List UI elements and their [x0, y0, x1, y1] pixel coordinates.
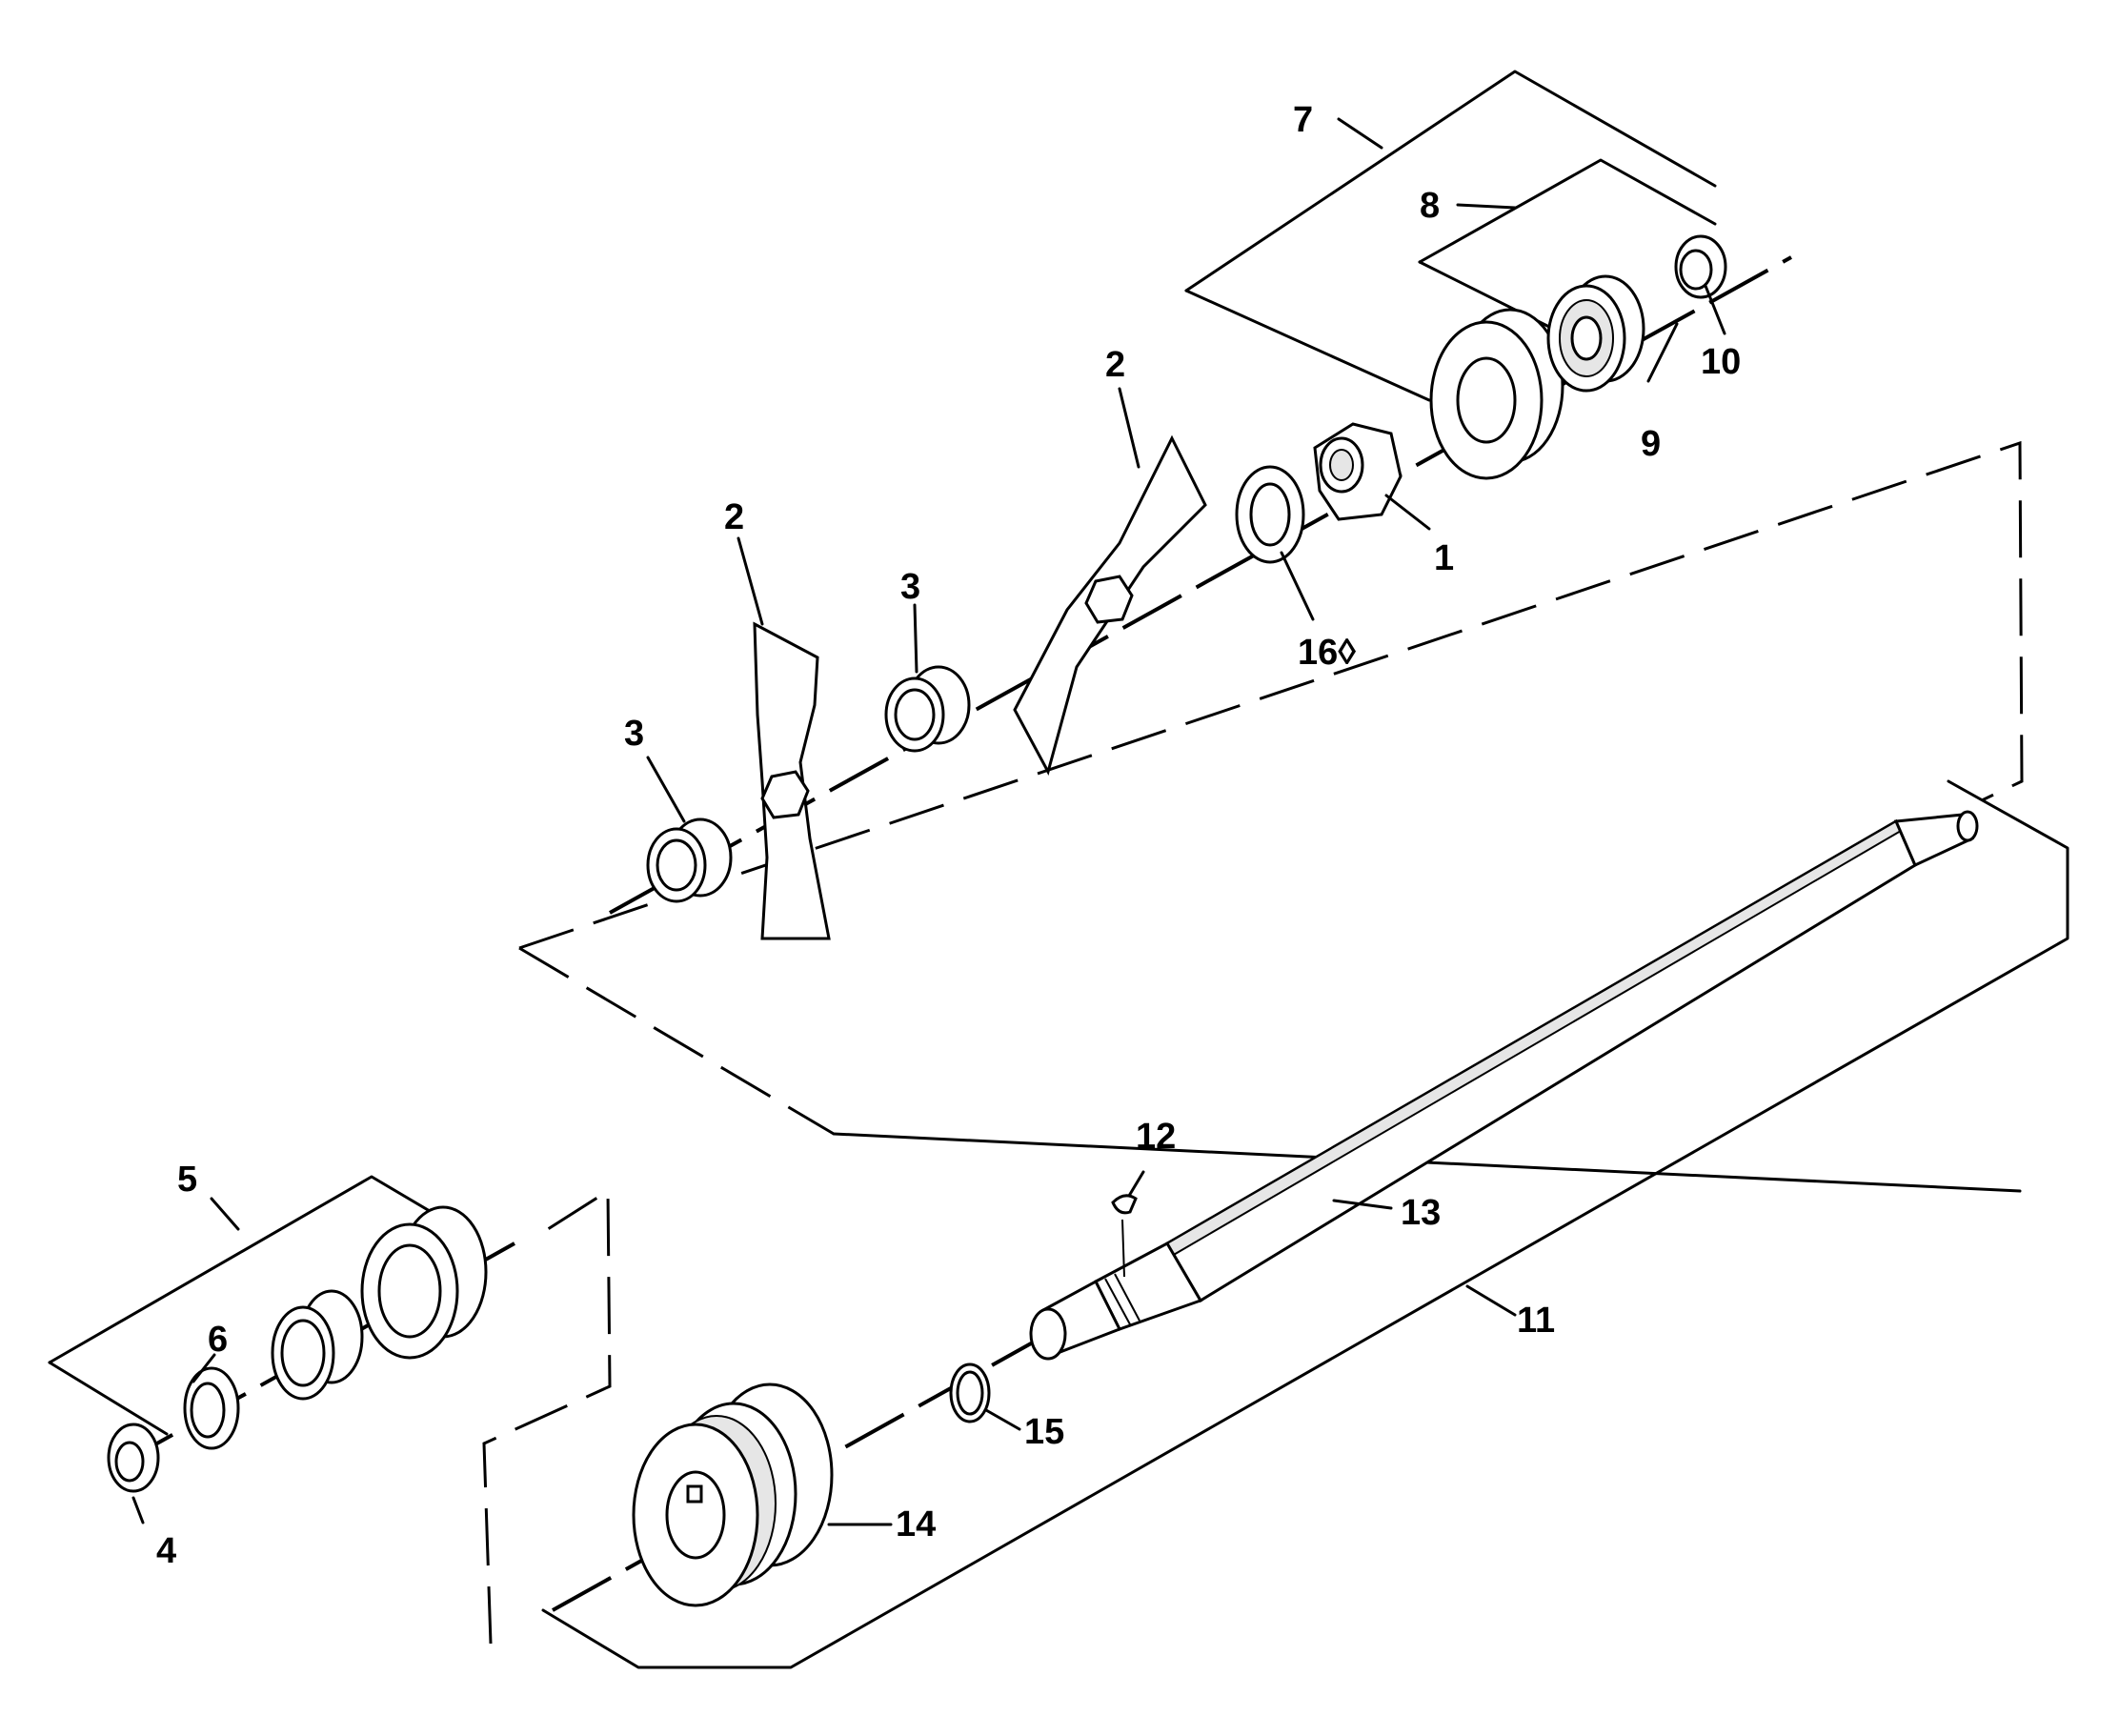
- leader-lines: [131, 117, 1726, 1526]
- callout-1: 1: [1434, 538, 1454, 578]
- collar-4: [107, 1423, 160, 1493]
- blade-hex-upper: [1084, 575, 1134, 624]
- callout-8: 8: [1420, 186, 1440, 226]
- callout-11: 11: [1517, 1301, 1555, 1341]
- spacer-3-lower: [646, 818, 733, 903]
- callout-4: 4: [156, 1531, 176, 1571]
- washer-16: [1235, 465, 1305, 564]
- collar-10: [1674, 234, 1727, 299]
- callout-16: 16◊: [1298, 633, 1356, 673]
- nut-1: [1313, 422, 1403, 521]
- callout-7: 7: [1293, 100, 1313, 140]
- bracket-pulley-dashed: [482, 1188, 612, 1645]
- bearing-insert: [271, 1289, 364, 1401]
- pulley-14: [632, 1383, 834, 1607]
- callout-10: 10: [1701, 342, 1741, 382]
- callout-2-lower: 2: [724, 497, 744, 537]
- spacer-3-upper: [884, 665, 971, 753]
- bracket-11-dashed-lower: [518, 946, 835, 1136]
- bracket-7-lower: [1184, 289, 1431, 402]
- callout-6: 6: [208, 1320, 228, 1360]
- snap-ring-15: [949, 1363, 991, 1423]
- callout-13: 13: [1401, 1193, 1441, 1233]
- bracket-11-dashed: [518, 440, 2024, 950]
- key-12: [1111, 1194, 1138, 1278]
- callout-2-upper: 2: [1105, 345, 1125, 385]
- shaft-13: [1029, 810, 1979, 1361]
- blade-hex-lower: [760, 770, 810, 819]
- callout-14: 14: [896, 1504, 936, 1544]
- callout-15: 15: [1024, 1412, 1064, 1452]
- callout-3-upper: 3: [900, 567, 920, 607]
- bracket-11-right: [541, 779, 2069, 1669]
- bracket-8: [1418, 158, 1717, 264]
- callout-12: 12: [1136, 1117, 1176, 1157]
- bracket-7: [1184, 70, 1717, 293]
- retainer-6: [183, 1366, 240, 1450]
- bracket-5-lower: [48, 1361, 169, 1436]
- bearing-housing-5: [360, 1205, 488, 1360]
- callout-3-lower: 3: [624, 714, 644, 754]
- callout-5: 5: [177, 1160, 197, 1200]
- callout-9: 9: [1641, 424, 1661, 464]
- ball-bearing-9: [1546, 274, 1645, 393]
- bearing-flange-7: [1429, 308, 1564, 480]
